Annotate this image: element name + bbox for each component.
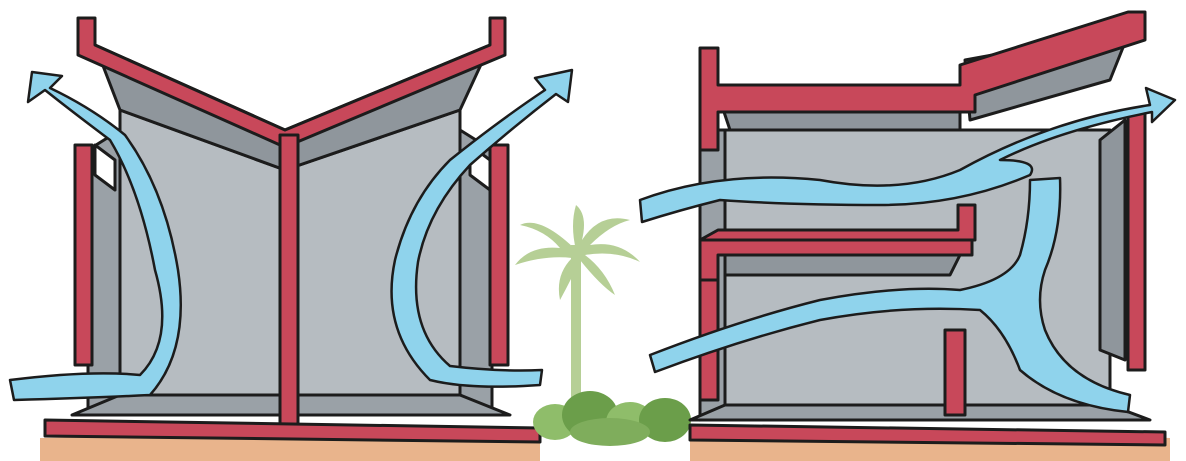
- shrubs: [533, 391, 691, 446]
- right-building: [690, 12, 1165, 445]
